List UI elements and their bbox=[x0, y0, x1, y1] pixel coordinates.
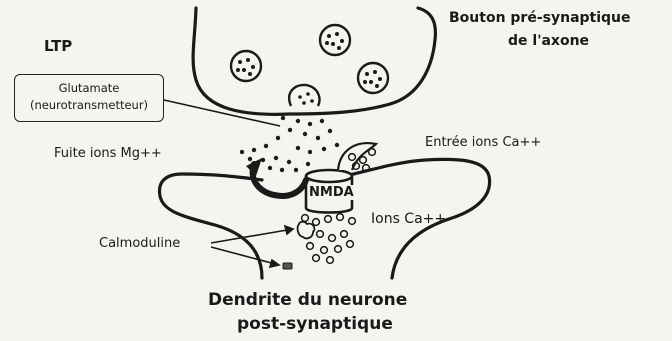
nmda-receptor bbox=[306, 143, 376, 212]
synaptic-vesicle bbox=[231, 51, 261, 81]
calmodulin-label: Calmoduline bbox=[99, 236, 180, 251]
ltp-label: LTP bbox=[44, 37, 72, 55]
glutamate-label: Glutamate bbox=[15, 80, 163, 97]
dendrite-title-line2: post-synaptique bbox=[237, 314, 393, 334]
neurotransmitter-label: (neurotransmetteur) bbox=[15, 97, 163, 114]
ca-entry-label: Entrée ions Ca++ bbox=[425, 135, 541, 150]
ca-ions-label: Ions Ca++ bbox=[371, 211, 446, 227]
axon-label: de l'axone bbox=[508, 33, 589, 49]
presynaptic-bouton-label: Bouton pré-synaptique bbox=[449, 10, 631, 26]
presynaptic-bouton bbox=[193, 8, 435, 114]
nmda-label: NMDA bbox=[308, 185, 355, 200]
exocytosis-vesicle bbox=[289, 85, 319, 106]
mg-arrow-head bbox=[246, 158, 262, 176]
synaptic-vesicle bbox=[358, 63, 388, 93]
dendrite-title-line1: Dendrite du neurone bbox=[208, 290, 407, 310]
synaptic-vesicle bbox=[320, 25, 350, 55]
glutamate-label-box: Glutamate (neurotransmetteur) bbox=[14, 74, 164, 122]
mg-leak-label: Fuite ions Mg++ bbox=[54, 146, 162, 161]
